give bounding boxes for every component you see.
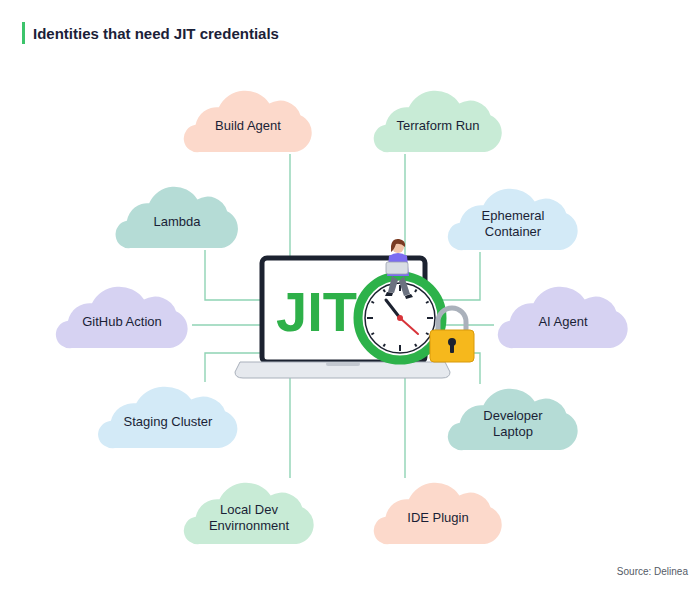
node-label: GitHub Action [82, 314, 162, 330]
laptop-screen-node: JIT [262, 258, 425, 378]
illustration-part [405, 294, 413, 299]
padlock-illustration [430, 308, 474, 362]
clock-center [397, 315, 403, 321]
source-note: Source: Delinea [617, 566, 688, 577]
cloud-node: IDE Plugin [370, 478, 506, 546]
cloud-outline [448, 389, 578, 451]
cloud-node: AI Agent [494, 282, 632, 350]
node-label: IDE Plugin [407, 510, 468, 526]
illustration-part [371, 302, 374, 304]
cloud-outline [374, 483, 502, 545]
node-label: Terraform Run [396, 118, 479, 134]
illustration-part [367, 317, 373, 319]
cloud-node: Terraform Run [370, 86, 506, 154]
laptop-notch [326, 362, 360, 366]
connector-line [404, 378, 405, 478]
illustration-part [450, 344, 454, 353]
cloud-outline [184, 91, 312, 153]
cloud-node: Staging Cluster [94, 382, 242, 450]
illustration-part [388, 276, 398, 293]
diagram-title: Identities that need JIT credentials [33, 25, 279, 42]
cloud-node: Local Dev Envirnonment [180, 478, 318, 546]
illustration-part [385, 292, 393, 296]
illustration-part [415, 289, 417, 292]
illustration-part [399, 345, 401, 351]
cloud-node: Build Agent [180, 86, 316, 154]
illustration-part [399, 276, 410, 296]
illustration-part [386, 262, 408, 274]
node-label: Ephemeral Container [462, 208, 564, 239]
illustration-part [426, 333, 429, 335]
clock-face [365, 283, 435, 353]
laptop-base [235, 362, 450, 378]
cloud-node: GitHub Action [52, 282, 192, 350]
node-label: Local Dev Envirnonment [198, 502, 300, 533]
connector-line [192, 324, 262, 325]
node-label: Lambda [154, 214, 201, 230]
jit-text: JIT [276, 284, 425, 340]
illustration-part [415, 344, 417, 347]
illustration-part [387, 253, 409, 276]
connector-line [289, 378, 290, 478]
cloud-outline [184, 483, 314, 545]
cloud-outline [56, 287, 188, 349]
connector-line [205, 250, 262, 300]
node-label: Build Agent [215, 118, 281, 134]
cloud-node: Lambda [112, 182, 242, 250]
connector-line [289, 154, 290, 258]
node-label: Staging Cluster [124, 414, 213, 430]
laptop-illustration [235, 258, 450, 378]
cloud-outline [98, 387, 237, 449]
node-label: AI Agent [538, 314, 587, 330]
person-illustration [385, 239, 413, 299]
cloud-outline [498, 287, 628, 349]
cloud-node: Developer Laptop [444, 384, 582, 452]
illustration-part [427, 317, 433, 319]
illustration-part [426, 302, 429, 304]
illustration-part [384, 344, 386, 347]
clock-ticks [367, 285, 433, 351]
title-bar [22, 22, 25, 44]
hour-hand [386, 300, 400, 318]
minute-hand [400, 318, 418, 334]
cloud-outline [448, 189, 578, 251]
cloud-outline [374, 91, 502, 153]
cloud-node: Ephemeral Container [444, 184, 582, 252]
illustration-part [430, 330, 474, 362]
clock-ring [358, 276, 442, 360]
clock-illustration [358, 276, 442, 360]
illustration-part [371, 333, 374, 335]
illustration-part [384, 289, 386, 292]
illustration-part [391, 239, 405, 252]
node-label: Developer Laptop [462, 408, 564, 439]
cloud-outline [116, 187, 238, 249]
